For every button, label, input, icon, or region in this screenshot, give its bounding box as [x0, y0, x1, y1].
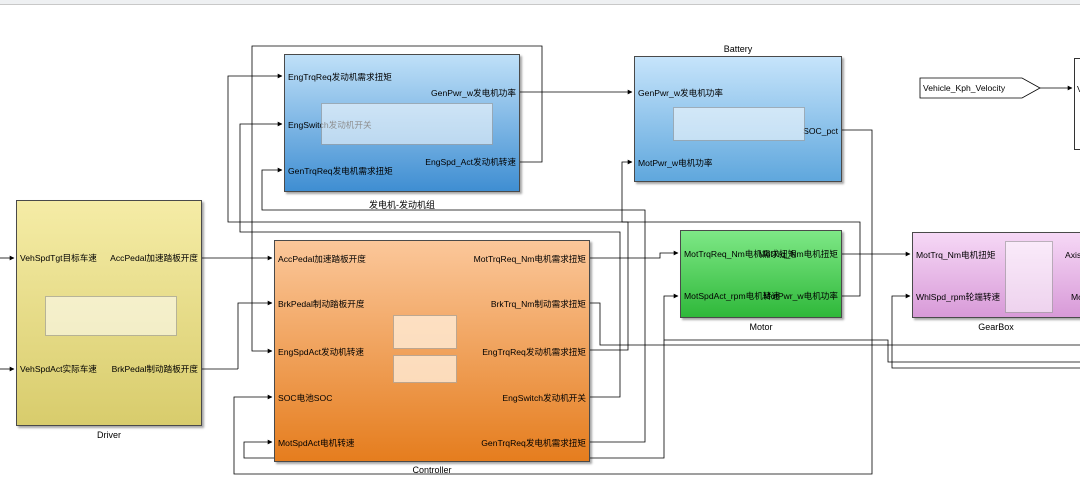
battery-block-name: Battery [723, 44, 753, 54]
generator-output-genpwr[interactable]: GenPwr_w发电机功率 [431, 88, 516, 98]
gearbox-output-mo[interactable]: Mo [1071, 292, 1080, 302]
driver-input-vehspdtgt[interactable]: VehSpdTgt目标车速 [20, 253, 97, 263]
wire-soc [233, 129, 873, 475]
driver-input-vehspdact[interactable]: VehSpdAct实际车速 [20, 364, 97, 374]
wire-motpwr [621, 159, 861, 297]
motor-block-name: Motor [749, 322, 773, 332]
controller-input-soc[interactable]: SOC电池SOC [278, 393, 333, 403]
controller-input-accpedal[interactable]: AccPedal加速踏板开度 [278, 254, 366, 264]
controller-block-name: Controller [412, 465, 452, 475]
driver-block-name: Driver [97, 430, 121, 440]
controller-output-gentrqreq[interactable]: GenTrqReq发电机需求扭矩 [481, 438, 586, 448]
motor-output-motpwr[interactable]: MotPwr_w电机功率 [763, 291, 839, 301]
controller-input-brkpedal[interactable]: BrkPedal制动踏板开度 [278, 299, 365, 309]
controller-stateflow-chart-lower [393, 355, 457, 383]
controller-output-engswitch[interactable]: EngSwitch发动机开关 [502, 393, 586, 403]
motor-block[interactable]: MotTrqReq_Nm电机需求扭矩 MotSpdAct_rpm电机转速 Mot… [680, 230, 842, 318]
gearbox-input-whlspd[interactable]: WhlSpd_rpm轮端转速 [916, 292, 1001, 302]
controller-output-mottrqreq[interactable]: MotTrqReq_Nm电机需求扭矩 [473, 254, 586, 264]
wire-engswitch [239, 121, 621, 398]
controller-input-engspdact[interactable]: EngSpdAct发动机转速 [278, 347, 364, 357]
wire-mottrqreq [590, 250, 679, 259]
gearbox-subsystem-preview [1005, 241, 1053, 313]
vehicle-kph-velocity-tag[interactable]: Vehicle_Kph_Velocity [923, 83, 1006, 93]
battery-input-motpwr[interactable]: MotPwr_w电机功率 [638, 158, 713, 168]
canvas-toolbar-edge [0, 0, 1080, 5]
wire-engspd [251, 45, 543, 354]
motor-output-mottrq[interactable]: MotTrq_Nm电机扭矩 [758, 249, 838, 259]
wire-motspd [663, 293, 1080, 363]
driver-output-brkpedal[interactable]: BrkPedal制动踏板开度 [111, 364, 198, 374]
wire-whlspd [891, 293, 1080, 369]
battery-block[interactable]: GenPwr_w发电机功率 MotPwr_w电机功率 SOC_pct [634, 56, 842, 182]
generator-input-gentrqreq[interactable]: GenTrqReq发电机需求扭矩 [288, 166, 393, 176]
gearbox-output-axis[interactable]: Axis [1065, 250, 1080, 260]
gearbox-block[interactable]: MotTrq_Nm电机扭矩 WhlSpd_rpm轮端转速 Axis Mo [912, 232, 1080, 318]
vehicle-display-block[interactable] [1074, 58, 1080, 150]
controller-block[interactable]: AccPedal加速踏板开度 BrkPedal制动踏板开度 EngSpdAct发… [274, 240, 590, 462]
motor-input-motspdact[interactable]: MotSpdAct_rpm电机转速 [684, 291, 780, 301]
battery-subsystem-preview [673, 107, 805, 141]
wire-gentrqreq [261, 167, 646, 443]
gearbox-input-mottrq[interactable]: MotTrq_Nm电机扭矩 [916, 250, 996, 260]
goto-tag-shape[interactable] [919, 77, 1041, 99]
driver-output-accpedal[interactable]: AccPedal加速踏板开度 [110, 253, 198, 263]
battery-output-soc[interactable]: SOC_pct [803, 126, 838, 136]
motor-input-mottrqreq[interactable]: MotTrqReq_Nm电机需求扭矩 [684, 249, 797, 259]
wire-brktrq [590, 302, 1080, 346]
controller-output-engtrqreq[interactable]: EngTrqReq发动机需求扭矩 [482, 347, 586, 357]
generator-block[interactable]: EngTrqReq发动机需求扭矩 EngSwitch发动机开关 GenTrqRe… [284, 54, 520, 192]
driver-block[interactable]: VehSpdTgt目标车速 VehSpdAct实际车速 AccPedal加速踏板… [16, 200, 202, 426]
controller-stateflow-chart-upper [393, 315, 457, 349]
generator-subsystem-preview [321, 103, 493, 145]
generator-block-name: 发电机-发动机组 [369, 200, 435, 210]
driver-subsystem-preview [45, 296, 177, 336]
wire-engtrqreq [227, 73, 629, 351]
controller-output-brktrq[interactable]: BrkTrq_Nm制动需求扭矩 [490, 299, 586, 309]
gearbox-block-name: GearBox [978, 322, 1014, 332]
generator-input-engtrqreq[interactable]: EngTrqReq发动机需求扭矩 [288, 72, 392, 82]
vehicle-display-block-label: V [1077, 84, 1080, 94]
controller-input-motspdact[interactable]: MotSpdAct电机转速 [278, 438, 355, 448]
battery-input-genpwr[interactable]: GenPwr_w发电机功率 [638, 88, 723, 98]
generator-output-engspd[interactable]: EngSpd_Act发动机转速 [425, 157, 516, 167]
